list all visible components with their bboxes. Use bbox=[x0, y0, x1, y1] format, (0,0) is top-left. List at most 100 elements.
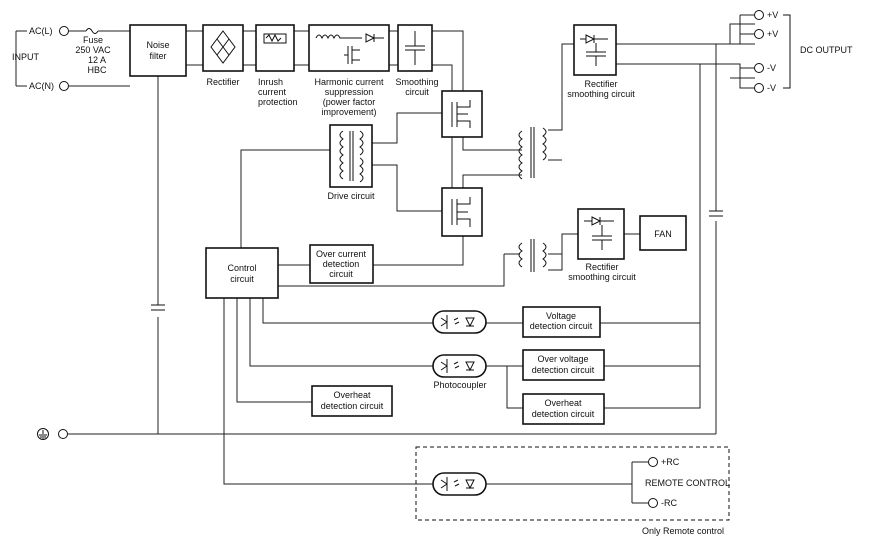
harmonic-line-3: (power factor bbox=[323, 97, 376, 107]
inrush-line-2: current bbox=[258, 87, 287, 97]
minus-rc-label: -RC bbox=[661, 498, 677, 508]
drive-block: Drive circuit bbox=[327, 124, 375, 201]
remote-note: Only Remote control bbox=[642, 526, 724, 536]
plus-v-terminal-1-icon[interactable] bbox=[754, 10, 764, 20]
smoothing-line-1: Smoothing bbox=[395, 77, 438, 87]
minus-v-terminal-1-icon[interactable] bbox=[754, 63, 764, 73]
overheat-left-line-1: Overheat bbox=[333, 390, 371, 400]
wiring bbox=[15, 23, 755, 504]
ac-n-label: AC(N) bbox=[29, 81, 54, 91]
photocoupler-voltage bbox=[432, 310, 487, 334]
harmonic-line-4: improvement) bbox=[321, 107, 376, 117]
photocoupler-overvoltage: Photocoupler bbox=[432, 354, 487, 390]
input-label: INPUT bbox=[12, 52, 40, 62]
inrush-line-3: protection bbox=[258, 97, 298, 107]
control-block: Control circuit bbox=[205, 247, 279, 299]
minus-v-label-1: -V bbox=[767, 63, 776, 73]
inductor-icon bbox=[315, 34, 362, 40]
rect-smooth-fan-line-2: smoothing circuit bbox=[568, 272, 636, 282]
plus-rc-terminal-icon[interactable] bbox=[648, 457, 658, 467]
bottom-mosfet bbox=[441, 187, 483, 237]
fuse-line-4: HBC bbox=[87, 65, 107, 75]
earth-terminal bbox=[37, 428, 68, 440]
dc-output-label: DC OUTPUT bbox=[800, 45, 853, 55]
ac-l-label: AC(L) bbox=[29, 26, 53, 36]
over-voltage-line-2: detection circuit bbox=[532, 365, 595, 375]
rectifier-block: Rectifier bbox=[202, 24, 244, 87]
capacitor-icon bbox=[405, 31, 425, 65]
minus-v-terminal-2-icon[interactable] bbox=[754, 83, 764, 93]
plus-rc-label: +RC bbox=[661, 457, 680, 467]
photocoupler-voltage-icon bbox=[440, 315, 475, 329]
photocoupler-remote bbox=[432, 472, 487, 496]
minus-v-label-2: -V bbox=[767, 83, 776, 93]
diode-icon bbox=[365, 33, 384, 43]
aux-transformer bbox=[518, 239, 547, 272]
voltage-detection-line-1: Voltage bbox=[546, 311, 576, 321]
over-current-block: Over current detection circuit bbox=[309, 244, 374, 284]
fuse-icon bbox=[85, 28, 99, 34]
rect-smooth-top-line-2: smoothing circuit bbox=[567, 89, 635, 99]
overheat-left-line-2: detection circuit bbox=[321, 401, 384, 411]
bottom-mosfet-icon bbox=[451, 197, 471, 227]
over-current-line-3: circuit bbox=[329, 269, 353, 279]
output-capacitor-icon bbox=[709, 210, 723, 217]
dc-output: +V +V -V -V DC OUTPUT bbox=[729, 10, 853, 93]
noise-filter-line-2: filter bbox=[149, 51, 166, 61]
aux-transformer-icon bbox=[518, 239, 547, 272]
plus-v-label-1: +V bbox=[767, 10, 778, 20]
control-line-1: Control bbox=[227, 263, 256, 273]
rect-smooth-fan-icon bbox=[584, 216, 614, 250]
mosfet-icon bbox=[344, 46, 360, 64]
fuse-line-2: 250 VAC bbox=[75, 45, 111, 55]
photocoupler-label: Photocoupler bbox=[433, 380, 486, 390]
ac-n-terminal-icon[interactable] bbox=[59, 81, 69, 91]
voltage-detection-block: Voltage detection circuit bbox=[522, 306, 601, 338]
earth-terminal-icon[interactable] bbox=[58, 429, 68, 439]
top-mosfet-icon bbox=[451, 100, 471, 128]
fuse-line-1: Fuse bbox=[83, 35, 103, 45]
input-section: INPUT AC(L) AC(N) Fuse 250 VAC 12 A HBC bbox=[12, 26, 111, 91]
harmonic-block: Harmonic current suppression (power fact… bbox=[308, 24, 390, 117]
rect-smooth-top-icon bbox=[580, 34, 608, 66]
main-transformer bbox=[518, 127, 547, 180]
earth-capacitor-icon bbox=[151, 304, 165, 311]
over-current-line-1: Over current bbox=[316, 249, 367, 259]
smoothing-line-2: circuit bbox=[405, 87, 429, 97]
inrush-block: Inrush current protection bbox=[255, 24, 298, 107]
harmonic-line-1: Harmonic current bbox=[314, 77, 384, 87]
overheat-right-line-1: Overheat bbox=[544, 398, 582, 408]
control-line-2: circuit bbox=[230, 274, 254, 284]
overheat-right-line-2: detection circuit bbox=[532, 409, 595, 419]
over-voltage-line-1: Over voltage bbox=[537, 354, 588, 364]
plus-v-label-2: +V bbox=[767, 29, 778, 39]
fuse-line-3: 12 A bbox=[88, 55, 106, 65]
over-voltage-detection-block: Over voltage detection circuit bbox=[522, 349, 605, 381]
rect-smooth-top-block: Rectifier smoothing circuit bbox=[567, 24, 635, 99]
drive-transformer-icon bbox=[339, 130, 364, 183]
fan-label: FAN bbox=[654, 229, 672, 239]
ac-l-terminal-icon[interactable] bbox=[59, 26, 69, 36]
voltage-detection-line-2: detection circuit bbox=[530, 321, 593, 331]
remote-control-label: REMOTE CONTROL bbox=[645, 478, 730, 488]
inrush-line-1: Inrush bbox=[258, 77, 283, 87]
photocoupler-remote-icon bbox=[440, 477, 475, 491]
over-current-line-2: detection bbox=[323, 259, 360, 269]
bridge-rectifier-icon bbox=[210, 30, 236, 64]
smoothing-block: Smoothing circuit bbox=[395, 24, 439, 97]
drive-label: Drive circuit bbox=[327, 191, 375, 201]
noise-filter-block: Noise filter bbox=[129, 24, 187, 77]
fan-block: FAN bbox=[639, 215, 687, 251]
rect-smooth-top-line-1: Rectifier bbox=[584, 79, 617, 89]
rect-smooth-fan-block: Rectifier smoothing circuit bbox=[568, 208, 636, 282]
overheat-detection-left-block: Overheat detection circuit bbox=[311, 385, 393, 417]
overheat-detection-right-block: Overheat detection circuit bbox=[522, 393, 605, 425]
noise-filter-line-1: Noise bbox=[146, 40, 169, 50]
remote-dashed-box bbox=[415, 446, 730, 521]
harmonic-line-2: suppression bbox=[325, 87, 374, 97]
minus-rc-terminal-icon[interactable] bbox=[648, 498, 658, 508]
photocoupler-overvoltage-icon bbox=[440, 359, 475, 373]
rectifier-label: Rectifier bbox=[206, 77, 239, 87]
plus-v-terminal-2-icon[interactable] bbox=[754, 29, 764, 39]
